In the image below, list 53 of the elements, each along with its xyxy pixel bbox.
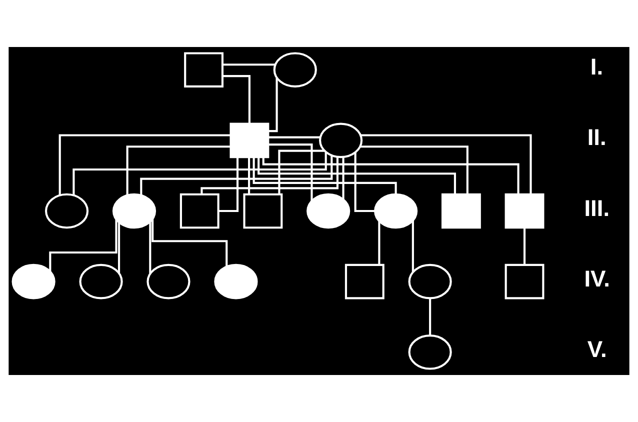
node-box <box>504 264 544 300</box>
connector <box>58 134 231 196</box>
connector <box>268 144 313 201</box>
connector <box>222 64 276 66</box>
connector <box>248 157 250 194</box>
connector <box>523 228 526 264</box>
connector <box>268 78 278 132</box>
connector <box>149 222 152 274</box>
label: III. <box>584 194 610 221</box>
connector <box>258 157 456 194</box>
label: II. <box>587 124 606 150</box>
connector <box>218 157 239 212</box>
label: I. <box>590 54 604 80</box>
connector <box>140 156 333 196</box>
node-circle <box>112 193 156 229</box>
connector <box>118 222 120 274</box>
connector <box>412 220 414 272</box>
node-box <box>243 193 283 229</box>
connector <box>342 157 344 200</box>
connector <box>354 152 375 212</box>
node-circle <box>214 264 258 300</box>
node-circle <box>79 264 123 300</box>
connector <box>222 75 250 124</box>
node-box <box>180 193 220 229</box>
connector <box>252 157 397 194</box>
node-box <box>344 264 384 300</box>
node-circle <box>408 334 452 370</box>
node-circle <box>319 122 363 158</box>
node-circle <box>273 52 317 88</box>
connector <box>360 134 532 194</box>
connector <box>126 146 231 196</box>
node-circle <box>44 193 89 229</box>
connector <box>429 298 432 336</box>
node-circle <box>146 264 190 300</box>
connector <box>72 152 327 196</box>
connector <box>152 218 228 266</box>
label: V. <box>587 336 607 362</box>
connector <box>49 219 118 272</box>
connector <box>262 157 520 194</box>
connector <box>200 156 339 194</box>
connector <box>278 150 324 194</box>
node-circle <box>306 193 350 229</box>
label: IV. <box>584 265 610 292</box>
node-circle <box>12 264 56 300</box>
node-circle <box>408 264 452 300</box>
node-box <box>504 193 544 229</box>
node-box <box>230 122 270 158</box>
connector <box>360 146 468 194</box>
node-circle <box>374 193 418 229</box>
connector <box>378 221 380 265</box>
node-box <box>184 52 224 88</box>
node-box <box>441 193 481 229</box>
connector <box>268 136 320 138</box>
